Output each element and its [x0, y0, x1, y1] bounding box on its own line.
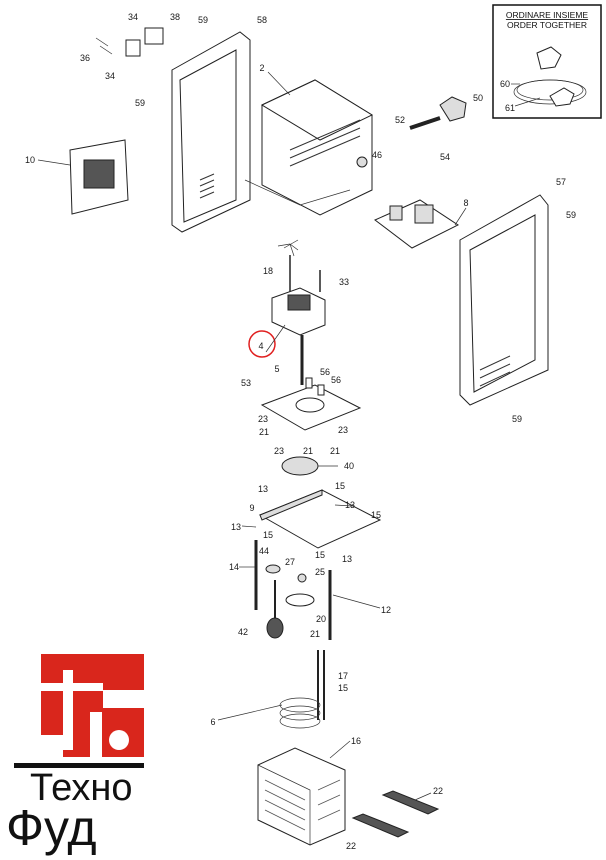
callout: 38 [170, 12, 180, 22]
callout: 25 [315, 567, 325, 577]
callout: 17 [338, 671, 348, 681]
callout: 27 [285, 557, 295, 567]
callout: 50 [473, 93, 483, 103]
callout: 21 [310, 629, 320, 639]
part-shapes [69, 27, 549, 846]
callout-60: 60 [500, 79, 510, 89]
callout: 18 [263, 266, 273, 276]
callout: 23 [338, 425, 348, 435]
callout: 46 [372, 150, 382, 160]
callout: 57 [556, 177, 566, 187]
callout: 2 [259, 63, 264, 73]
callout: 23 [258, 414, 268, 424]
callout-highlighted: 4 [258, 341, 263, 351]
order-box-title-it: ORDINARE INSIEME [506, 10, 589, 20]
callout: 21 [303, 446, 313, 456]
callout: 22 [433, 786, 443, 796]
callout: 59 [566, 210, 576, 220]
callout: 5 [274, 364, 279, 374]
callout: 34 [128, 12, 138, 22]
callout: 14 [229, 562, 239, 572]
callout: 9 [249, 503, 254, 513]
callout: 33 [339, 277, 349, 287]
callout: 13 [231, 522, 241, 532]
callout: 59 [512, 414, 522, 424]
callout: 21 [330, 446, 340, 456]
power-cord-icon [513, 46, 587, 107]
callout: 42 [238, 627, 248, 637]
callout: 40 [344, 461, 354, 471]
callout: 15 [263, 530, 273, 540]
callout: 8 [463, 198, 468, 208]
callout: 15 [335, 481, 345, 491]
callout: 36 [80, 53, 90, 63]
callout: 52 [395, 115, 405, 125]
order-together-box: ORDINARE INSIEME ORDER TOGETHER 60 61 [492, 4, 602, 119]
callout: 13 [345, 500, 355, 510]
callout: 23 [274, 446, 284, 456]
callout: 59 [135, 98, 145, 108]
callout: 15 [371, 510, 381, 520]
callout: 53 [241, 378, 251, 388]
callout: 13 [258, 484, 268, 494]
callout: 20 [316, 614, 326, 624]
callout: 15 [315, 550, 325, 560]
callout: 22 [346, 841, 356, 851]
callout: 59 [198, 15, 208, 25]
order-box-title-en: ORDER TOGETHER [507, 20, 587, 30]
callout: 58 [257, 15, 267, 25]
callout: 56 [331, 375, 341, 385]
callout-61: 61 [505, 103, 515, 113]
logo-text-line2: Фуд [6, 800, 97, 856]
callout: 15 [338, 683, 348, 693]
callout: 6 [210, 717, 215, 727]
technofood-logo: Техно Фуд [6, 654, 144, 856]
part-callouts: 34 38 59 58 36 34 59 10 2 52 50 46 54 8 … [25, 12, 576, 851]
callout: 34 [105, 71, 115, 81]
callout: 54 [440, 152, 450, 162]
callout: 10 [25, 155, 35, 165]
callout: 56 [320, 367, 330, 377]
callout: 21 [259, 427, 269, 437]
leader-lines [37, 71, 467, 801]
highlight-circle [248, 330, 276, 358]
callout: 12 [381, 605, 391, 615]
callout: 13 [342, 554, 352, 564]
callout: 16 [351, 736, 361, 746]
callout: 44 [259, 546, 269, 556]
logo-text-line1: Техно [30, 767, 133, 809]
